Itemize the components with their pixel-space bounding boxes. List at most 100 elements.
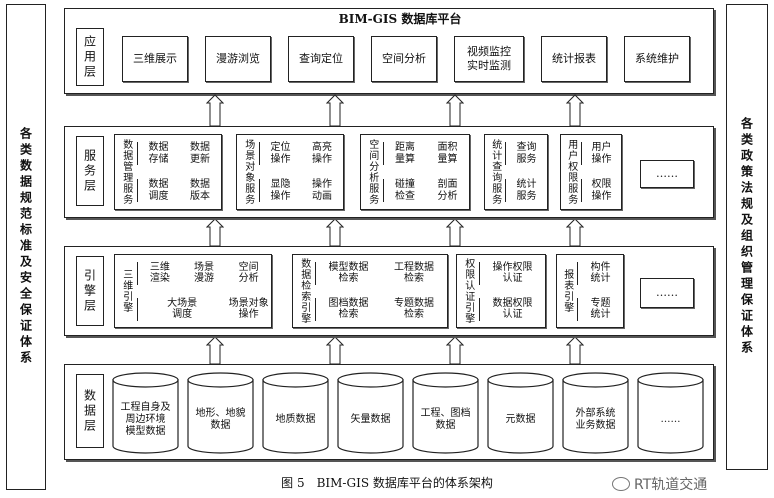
engine-more: …… — [640, 278, 694, 308]
engine-cell: 专题数据 检索 — [394, 297, 434, 321]
service-group-title: 场景对象服务 — [242, 139, 254, 205]
up-arrow-icon — [206, 94, 224, 126]
app-item-label: 查询定位 — [299, 52, 343, 66]
database-cylinder-icon — [562, 372, 629, 454]
up-arrow-icon — [566, 218, 584, 246]
up-arrow-icon — [446, 336, 464, 364]
engine-group-auth: 权限认证引擎 操作权限 认证 数据权限 认证 — [456, 254, 546, 328]
up-arrow-icon — [206, 336, 224, 364]
right-pillar: 各类政策法规及组织管理保证体系 — [726, 4, 768, 470]
service-cell: 碰撞 检查 — [383, 179, 426, 202]
up-arrow-icon — [446, 218, 464, 246]
service-more-label: …… — [656, 167, 678, 181]
service-layer-label: 服务层 — [82, 148, 97, 194]
data-item-label: 矢量数据 — [350, 414, 391, 425]
database-cylinder-icon — [412, 372, 479, 454]
service-cell: 数据 版本 — [190, 179, 210, 202]
service-cell: 数据 调度 — [137, 179, 179, 202]
up-arrow-icon — [566, 94, 584, 126]
service-layer-name: 服务层 — [76, 136, 104, 206]
data-item-label: …… — [660, 414, 681, 425]
engine-group-title: 三维引擎 — [120, 269, 132, 313]
data-cylinder: …… — [637, 372, 704, 454]
app-item-video-monitor: 视频监控 实时监测 — [454, 36, 524, 82]
app-item-maintenance: 系统维护 — [624, 36, 690, 82]
up-arrow-icon — [326, 94, 344, 126]
data-cylinder: 元数据 — [487, 372, 554, 454]
data-cylinder: 矢量数据 — [337, 372, 404, 454]
service-group-title: 用户权限服务 — [565, 139, 577, 205]
up-arrow-icon — [206, 218, 224, 246]
data-item-label: 工程、图档 数据 — [420, 408, 471, 431]
data-layer-name: 数据层 — [76, 374, 104, 448]
platform-title: BIM-GIS 数据库平台 — [338, 12, 462, 26]
service-group-user-permission: 用户权限服务 用户 操作 权限 操作 — [560, 134, 622, 210]
left-pillar: 各类数据规范标准及安全保证体系 — [6, 4, 46, 490]
service-cell: 定位 操作 — [259, 142, 301, 165]
engine-group-3d: 三维引擎 三维 渲染 场景 漫游 空间 分析 大场景 调度 场景对象 操作 — [114, 254, 272, 328]
engine-cell: 数据权限 认证 — [479, 297, 545, 321]
up-arrow-icon — [446, 94, 464, 126]
right-pillar-label: 各类政策法规及组织管理保证体系 — [739, 117, 754, 357]
engine-cell: 场景对象 操作 — [228, 297, 269, 321]
app-item-spatial-analysis: 空间分析 — [371, 36, 437, 82]
service-cell: 统计 服务 — [505, 179, 547, 202]
service-cell: 操作 动画 — [312, 179, 332, 202]
engine-cell: 空间 分析 — [238, 261, 259, 285]
engine-more-label: …… — [656, 286, 678, 300]
watermark-label: RT轨道交通 — [634, 477, 708, 493]
service-cell: 面积 量算 — [437, 142, 458, 165]
data-item-label: 地质数据 — [275, 414, 316, 425]
data-item-label: 元数据 — [505, 414, 536, 425]
engine-cell: 场景 漫游 — [193, 261, 214, 285]
engine-group-report: 报表引擎 构件 统计 专题 统计 — [556, 254, 624, 328]
service-cell: 查询 服务 — [505, 142, 547, 165]
service-cell: 显隐 操作 — [259, 179, 301, 202]
database-cylinder-icon — [262, 372, 329, 454]
engine-group-title: 报表引擎 — [561, 269, 573, 313]
service-cell: 权限 操作 — [581, 179, 621, 202]
engine-cell: 操作权限 认证 — [479, 261, 545, 285]
database-cylinder-icon — [487, 372, 554, 454]
service-more: …… — [640, 160, 694, 188]
app-item-roaming: 漫游浏览 — [205, 36, 271, 82]
data-item-label: 地形、地貌 数据 — [195, 408, 246, 431]
database-cylinder-icon — [112, 372, 179, 454]
data-cylinder: 工程、图档 数据 — [412, 372, 479, 454]
engine-group-title: 权限认证引擎 — [462, 258, 474, 324]
engine-cell: 专题 统计 — [577, 297, 623, 321]
engine-cell: 图档数据 检索 — [315, 297, 381, 321]
engine-cell: 三维 渲染 — [137, 261, 182, 285]
database-cylinder-icon — [187, 372, 254, 454]
engine-layer-name: 引擎层 — [76, 256, 104, 326]
watermark: RT轨道交通 — [612, 474, 762, 494]
app-item-statistics: 统计报表 — [541, 36, 607, 82]
service-group-title: 数据管理服务 — [120, 139, 132, 205]
left-pillar-label: 各类数据规范标准及安全保证体系 — [18, 127, 33, 367]
data-cylinder: 地形、地貌 数据 — [187, 372, 254, 454]
figure-caption: 图 5 BIM-GIS 数据库平台的体系架构 — [281, 476, 493, 490]
engine-cell: 构件 统计 — [577, 261, 623, 285]
engine-layer-label: 引擎层 — [82, 268, 97, 314]
app-item-label: 漫游浏览 — [216, 52, 260, 66]
engine-group-title: 数据检索引擎 — [298, 258, 310, 324]
service-group-spatial-analysis: 空间分析服务 距离 量算 面积 量算 碰撞 检查 剖面 分析 — [360, 134, 470, 210]
service-group-scene-object: 场景对象服务 定位 操作 高亮 操作 显隐 操作 操作 动画 — [236, 134, 344, 210]
service-cell: 数据 存储 — [137, 142, 179, 165]
database-cylinder-icon — [337, 372, 404, 454]
data-item-label: 工程自身及 周边环境 模型数据 — [120, 402, 171, 437]
data-cylinder: 外部系统 业务数据 — [562, 372, 629, 454]
service-group-statistics-query: 统计查询服务 查询 服务 统计 服务 — [484, 134, 548, 210]
up-arrow-icon — [326, 336, 344, 364]
database-cylinder-icon — [637, 372, 704, 454]
service-group-title: 统计查询服务 — [489, 139, 501, 205]
data-layer-label: 数据层 — [82, 388, 97, 434]
app-item-3d-display: 三维展示 — [122, 36, 188, 82]
app-item-label: 三维展示 — [133, 52, 177, 66]
service-cell: 高亮 操作 — [312, 142, 332, 165]
data-item-label: 外部系统 业务数据 — [575, 408, 616, 431]
data-cylinder: 工程自身及 周边环境 模型数据 — [112, 372, 179, 454]
chat-bubble-icon — [612, 477, 630, 491]
service-cell: 距离 量算 — [383, 142, 426, 165]
application-layer-label: 应用层 — [82, 34, 97, 80]
